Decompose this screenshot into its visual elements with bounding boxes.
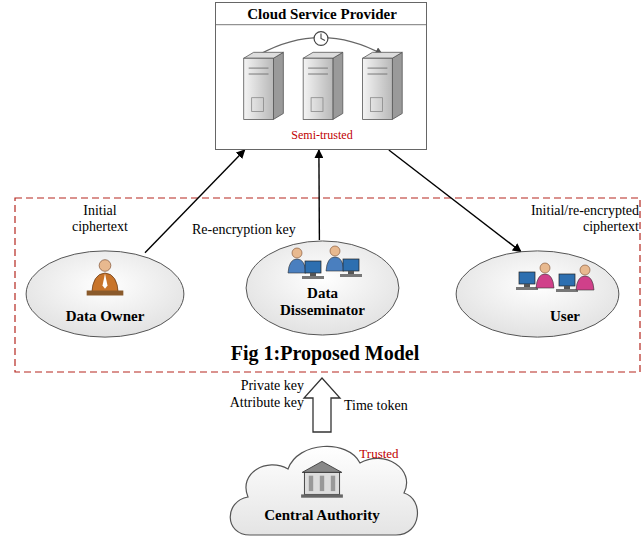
dashed-region — [15, 198, 640, 372]
data-owner-ellipse: Data Owner — [25, 250, 185, 338]
central-authority-cloud: TrustedCentral Authority — [222, 435, 422, 541]
trust-label: Semi-trusted — [216, 129, 428, 143]
edge-label: Re-encryption key — [192, 222, 310, 238]
hollow-arrow — [304, 378, 340, 432]
user-ellipse: User — [455, 250, 620, 338]
cloud-provider-box: Cloud Service ProviderSemi-trusted — [215, 2, 427, 150]
key-label: Attribute key — [200, 395, 304, 411]
flow-arrow — [389, 150, 521, 252]
entity-name: User — [515, 308, 615, 325]
edge-label: Initial ciphertext — [55, 203, 145, 235]
key-label: Private key — [200, 378, 304, 394]
edge-label: Initial/re-encrypted ciphertext — [503, 203, 639, 235]
figure-caption: Fig 1:Proposed Model — [200, 341, 450, 365]
flow-arrow — [318, 150, 320, 240]
entity-name: Central Authority — [222, 507, 422, 524]
key-label: Time token — [344, 398, 444, 414]
trust-label: Trusted — [348, 447, 410, 462]
flow-arrow — [145, 150, 245, 253]
entity-name: Data Owner — [25, 308, 185, 325]
entity-name: Data Disseminator — [267, 285, 378, 320]
box-title: Cloud Service Provider — [216, 6, 428, 23]
data-disseminator-ellipse: Data Disseminator — [245, 240, 400, 336]
